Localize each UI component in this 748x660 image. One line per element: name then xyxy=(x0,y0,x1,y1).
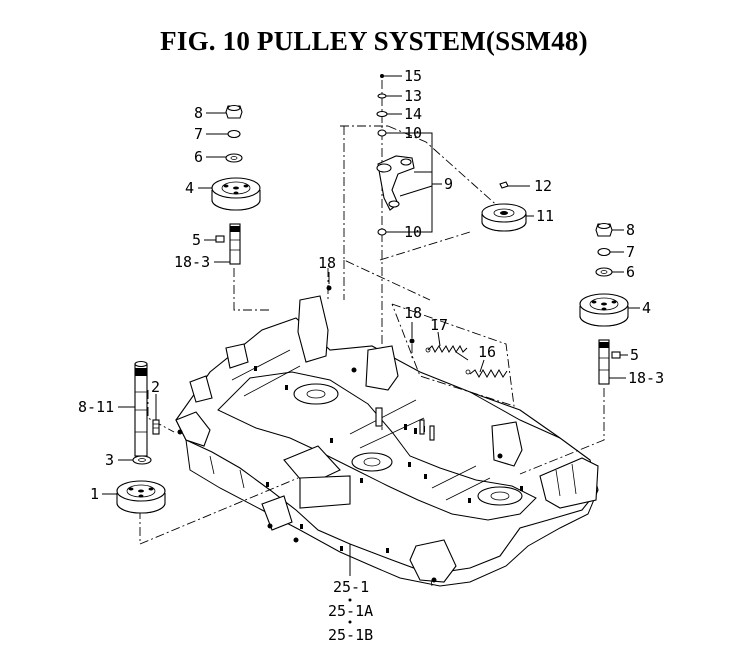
callout-8-11: 8-11 xyxy=(78,398,114,416)
tensioner-assembly xyxy=(376,74,527,236)
left-pulley-assembly xyxy=(211,104,261,265)
callout-1: 1 xyxy=(90,485,99,503)
callout-25-1B: 25-1B xyxy=(328,626,373,644)
callout-17: 17 xyxy=(430,316,448,334)
spring-assembly xyxy=(326,285,508,441)
callout-25-1: 25-1 xyxy=(333,578,369,596)
leader-lines xyxy=(102,75,640,624)
callout-18-spring: 18 xyxy=(404,304,422,322)
callout-4-left: 4 xyxy=(185,179,194,197)
callout-7-right: 7 xyxy=(626,243,635,261)
callout-16: 16 xyxy=(478,343,496,361)
right-pulley-assembly xyxy=(579,222,629,385)
assembly-lines xyxy=(139,80,605,545)
callout-3: 3 xyxy=(105,451,114,469)
callout-4-right: 4 xyxy=(642,299,651,317)
callout-11: 11 xyxy=(536,207,554,225)
callout-7-left: 7 xyxy=(194,125,203,143)
callout-12: 12 xyxy=(534,177,552,195)
callout-5-left: 5 xyxy=(192,231,201,249)
callout-13: 13 xyxy=(404,87,422,105)
callout-8-right: 8 xyxy=(626,221,635,239)
callout-2: 2 xyxy=(151,378,160,396)
callout-10-top: 10 xyxy=(404,124,422,142)
left-lower-assembly xyxy=(116,360,166,514)
callout-9: 9 xyxy=(444,175,453,193)
mower-deck xyxy=(175,295,599,587)
callout-14: 14 xyxy=(404,105,422,123)
callout-10-bottom: 10 xyxy=(404,223,422,241)
callout-25-1A: 25-1A xyxy=(328,602,373,620)
callout-6-right: 6 xyxy=(626,263,635,281)
callout-18-3-right: 18-3 xyxy=(628,369,664,387)
figure-title: FIG. 10 PULLEY SYSTEM(SSM48) xyxy=(160,26,588,56)
callout-18-left: 18 xyxy=(318,254,336,272)
callout-labels: 15 13 14 10 9 12 11 10 8 7 6 4 5 18-3 18… xyxy=(78,67,664,644)
callout-8-left: 8 xyxy=(194,104,203,122)
callout-6-left: 6 xyxy=(194,148,203,166)
callout-5-right: 5 xyxy=(630,346,639,364)
callout-15: 15 xyxy=(404,67,422,85)
callout-18-3-left: 18-3 xyxy=(174,253,210,271)
